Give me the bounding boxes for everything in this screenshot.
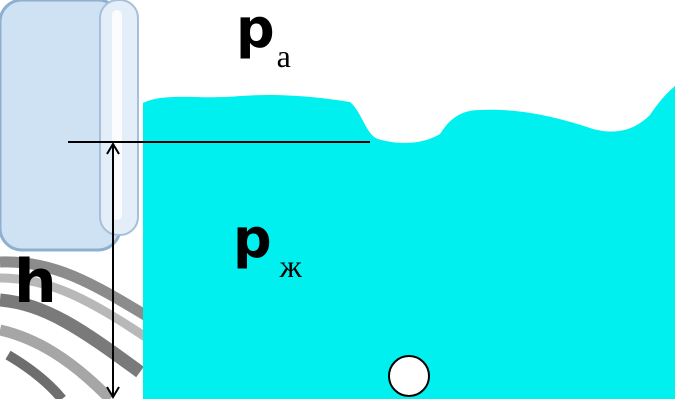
height-arrow [106, 142, 120, 399]
liquid-pressure-subscript: ж [279, 248, 302, 284]
atmospheric-pressure-label: pа [236, 2, 291, 73]
height-arrow-bottom-head [106, 386, 120, 399]
tube-outer [0, 256, 153, 323]
tube-lower [0, 324, 114, 399]
height-arrow-top-head [106, 142, 120, 155]
liquid-body [143, 86, 675, 399]
liquid-pressure-symbol: p [233, 207, 272, 270]
atmospheric-pressure-symbol: p [236, 0, 275, 60]
glass-highlight [112, 10, 122, 220]
point-marker [388, 355, 430, 397]
tube-bottom [5, 350, 66, 399]
height-label: h [14, 247, 57, 317]
atmospheric-pressure-subscript: а [276, 38, 291, 74]
tube-inner [0, 293, 144, 378]
tube-middle [0, 273, 153, 344]
glass-container [0, 0, 139, 252]
tube-shapes [0, 256, 153, 399]
